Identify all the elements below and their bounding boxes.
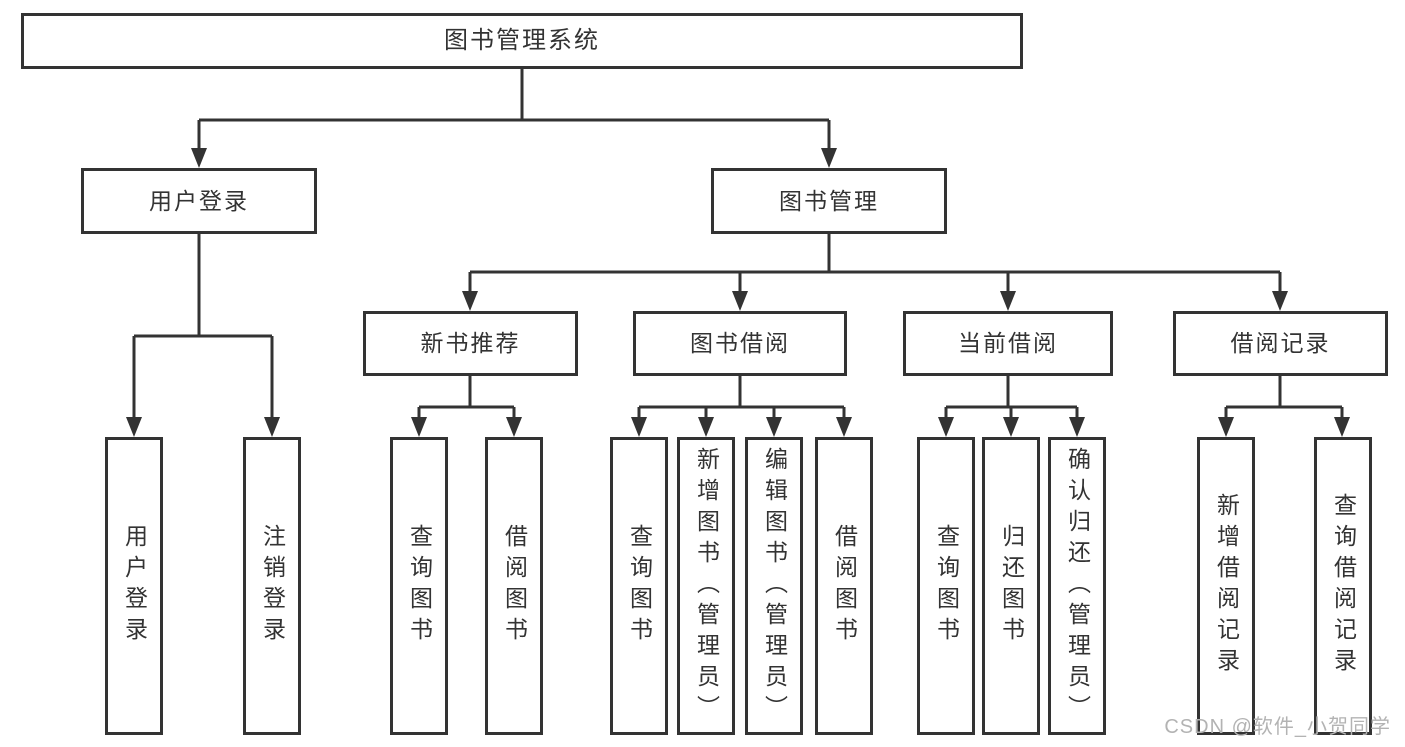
leaf-add-books-admin: 新增图书（管理员）: [677, 437, 735, 735]
csdn-watermark: CSDN @软件_小贺同学: [1164, 716, 1391, 738]
leaf-user-login: 用户登录: [105, 437, 163, 735]
node-borrowing-records: 借阅记录: [1173, 311, 1388, 376]
leaf-query-books-borrow: 查询图书: [610, 437, 668, 735]
leaf-query-borrow-record: 查询借阅记录: [1314, 437, 1372, 735]
leaf-borrow-books-recommend: 借阅图书: [485, 437, 543, 735]
leaf-query-books-recommend: 查询图书: [390, 437, 448, 735]
leaf-logout: 注销登录: [243, 437, 301, 735]
node-library-management-system: 图书管理系统: [21, 13, 1023, 69]
node-current-borrowing: 当前借阅: [903, 311, 1113, 376]
node-new-book-recommendation: 新书推荐: [363, 311, 578, 376]
node-book-management: 图书管理: [711, 168, 947, 234]
node-user-login: 用户登录: [81, 168, 317, 234]
leaf-confirm-return-admin: 确认归还（管理员）: [1048, 437, 1106, 735]
leaf-add-borrow-record: 新增借阅记录: [1197, 437, 1255, 735]
leaf-borrow-books: 借阅图书: [815, 437, 873, 735]
leaf-query-books-current: 查询图书: [917, 437, 975, 735]
leaf-return-books: 归还图书: [982, 437, 1040, 735]
node-book-borrowing: 图书借阅: [633, 311, 847, 376]
leaf-edit-books-admin: 编辑图书（管理员）: [745, 437, 803, 735]
